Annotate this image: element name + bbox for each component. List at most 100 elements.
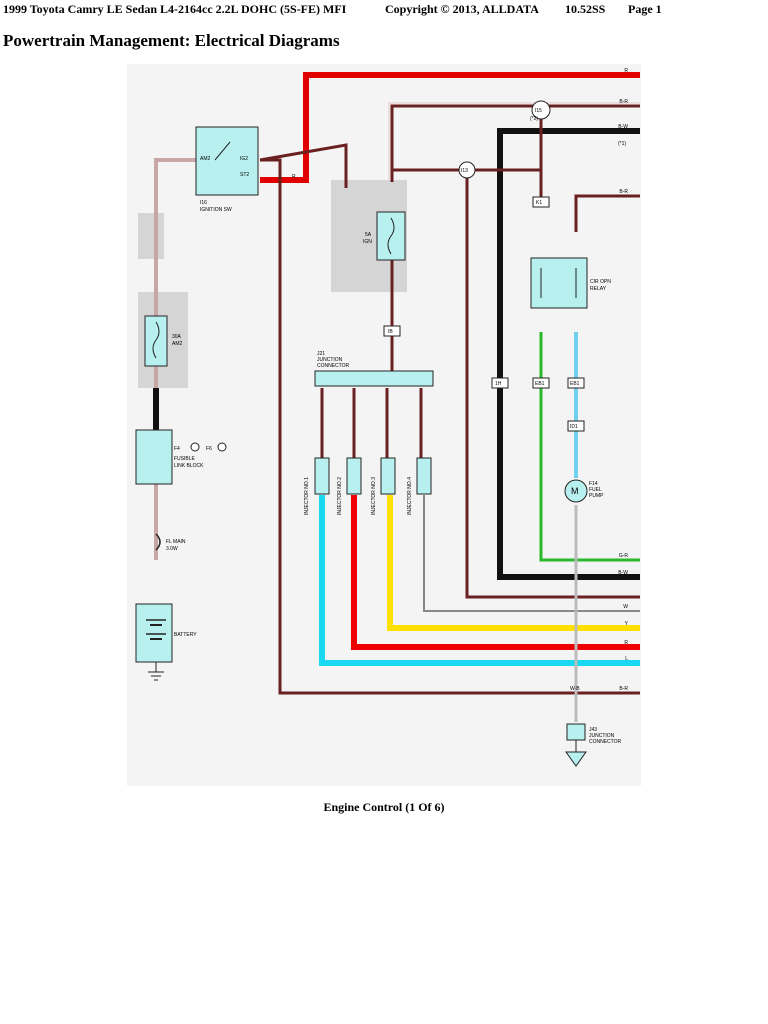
- wire-l: [319, 495, 640, 666]
- j43-name2: CONNECTOR: [589, 739, 622, 745]
- ign-fuse-name: IGN: [363, 239, 372, 245]
- connector-eb1-left-label: EB1: [535, 381, 545, 387]
- injector-4: [416, 457, 432, 495]
- version: 10.52SS: [565, 2, 606, 16]
- diagram-caption: Engine Control (1 Of 6): [323, 800, 445, 814]
- relay-contacts: [540, 268, 577, 298]
- label-b-r-bottom: B-R: [619, 686, 628, 692]
- ignition-switch: [195, 126, 259, 196]
- connector-1h: [491, 377, 509, 389]
- injector-4-name: INJECTOR NO.4: [407, 477, 413, 515]
- wire-w: [423, 495, 640, 612]
- injector-1-name: INJECTOR NO.1: [304, 477, 310, 515]
- wire-b-r-relay: [574, 194, 640, 232]
- label-r-switch: R: [292, 174, 296, 180]
- connector-eb1-left: [532, 377, 550, 389]
- j43-ground-icon: [565, 740, 587, 767]
- wiring-diagram-svg: AM2 IG2 ST2 I16 IGNITION SW 30A AM2 F4 F…: [135, 68, 640, 767]
- am2-fuse-symbol: [152, 321, 160, 359]
- connector-shade: [138, 213, 164, 259]
- relay-name1: CIR OPN: [590, 279, 611, 285]
- fuel-pump: [564, 479, 588, 503]
- fl-main-name2: 3.0W: [166, 546, 178, 552]
- page-header: 1999 Toyota Camry LE Sedan L4-2164cc 2.2…: [0, 0, 768, 20]
- connector-i15-label: I15: [535, 108, 542, 114]
- vehicle-description: 1999 Toyota Camry LE Sedan L4-2164cc 2.2…: [3, 2, 347, 16]
- fusible-pin-f4-symbol: [190, 442, 200, 452]
- ignition-pin-am2: AM2: [200, 156, 211, 162]
- am2-fuse: [144, 315, 168, 367]
- fuel-pump-symbol: M: [571, 486, 579, 496]
- label-l: L: [625, 656, 628, 662]
- ignition-switch-name: IGNITION SW: [200, 207, 232, 213]
- j43-id: J43: [589, 727, 597, 733]
- page-title: Powertrain Management: Electrical Diagra…: [3, 31, 340, 50]
- wire-b-r-top: [390, 104, 640, 182]
- injector-2: [346, 457, 362, 495]
- j43-junction-connector: [566, 723, 586, 741]
- connector-i13-label: I13: [461, 168, 468, 174]
- injector-3-name: INJECTOR NO.3: [371, 477, 377, 515]
- fuel-pump-id: F14: [589, 481, 598, 487]
- fusible-pin-f4: F4: [174, 446, 180, 452]
- connector-id1-label: ID1: [570, 424, 578, 430]
- fuel-pump-name1: FUEL: [589, 487, 602, 493]
- wire-r: [260, 72, 640, 183]
- fusible-link-block: [135, 429, 173, 485]
- injector-1: [314, 457, 330, 495]
- battery: [135, 603, 173, 663]
- ign-fuse-symbol: [387, 217, 395, 255]
- wire-y: [387, 495, 640, 631]
- label-g-r: G-R: [619, 553, 629, 559]
- j21-id: J21: [317, 351, 325, 357]
- label-w-b: W-B: [570, 686, 580, 692]
- connector-i13: [458, 161, 476, 179]
- cir-opn-relay: [530, 257, 588, 309]
- injector-3: [380, 457, 396, 495]
- label-b-r-2: B-R: [619, 189, 628, 195]
- ignition-switch-arm: [214, 141, 231, 161]
- connector-ib: [383, 325, 401, 337]
- wire-b-r-top-inner: [388, 102, 640, 180]
- label-b-w-2: B-W: [618, 570, 628, 576]
- connector-eb1-right: [567, 377, 585, 389]
- page-number: Page 1: [628, 2, 662, 16]
- connector-ib-label: IB: [388, 329, 393, 335]
- fl-main-symbol: [155, 533, 161, 551]
- connector-k1: [532, 196, 550, 208]
- wiring-diagram: AM2 IG2 ST2 I16 IGNITION SW 30A AM2 F4 F…: [127, 64, 641, 786]
- fusible-link-name1: FUSIBLE: [174, 456, 196, 462]
- j21-junction-connector: [314, 370, 434, 387]
- connector-i15: [531, 100, 551, 120]
- wire-b-r-frame: [260, 158, 640, 695]
- am2-fuse-name: AM2: [172, 341, 183, 347]
- connector-k1-label: K1: [536, 200, 542, 206]
- wire-g-r: [539, 332, 640, 562]
- copyright: Copyright © 2013, ALLDATA: [385, 2, 539, 16]
- wire-b-r-ign: [259, 143, 348, 188]
- connector-1h-label: 1H: [495, 381, 502, 387]
- j21-name2: CONNECTOR: [317, 363, 350, 369]
- am2-fuse-label: 30A: [172, 334, 182, 340]
- ignition-pin-ig2: IG2: [240, 156, 248, 162]
- wire-r-inj: [351, 495, 640, 650]
- ignition-switch-id: I16: [200, 200, 207, 206]
- fl-main-name1: FL MAIN: [166, 539, 186, 545]
- injector-2-name: INJECTOR NO.2: [337, 477, 343, 515]
- label-y: Y: [625, 621, 629, 627]
- connector-eb1-right-label: EB1: [570, 381, 580, 387]
- note-2: (*2): [530, 116, 538, 122]
- label-r-top: R: [624, 68, 628, 74]
- note-1: (*1): [618, 141, 626, 147]
- connector-id1: [567, 420, 585, 432]
- j43-name1: JUNCTION: [589, 733, 615, 739]
- wire-b-w: [497, 128, 640, 580]
- label-r: R: [624, 640, 628, 646]
- battery-ground-icon: [148, 662, 164, 681]
- ign-fuse-label: 5A: [365, 232, 372, 238]
- fusible-pin-f6-symbol: [217, 442, 227, 452]
- label-b-r: B-R: [619, 99, 628, 105]
- fuel-pump-name2: PUMP: [589, 493, 604, 499]
- battery-name: BATTERY: [174, 632, 197, 638]
- j21-name1: JUNCTION: [317, 357, 343, 363]
